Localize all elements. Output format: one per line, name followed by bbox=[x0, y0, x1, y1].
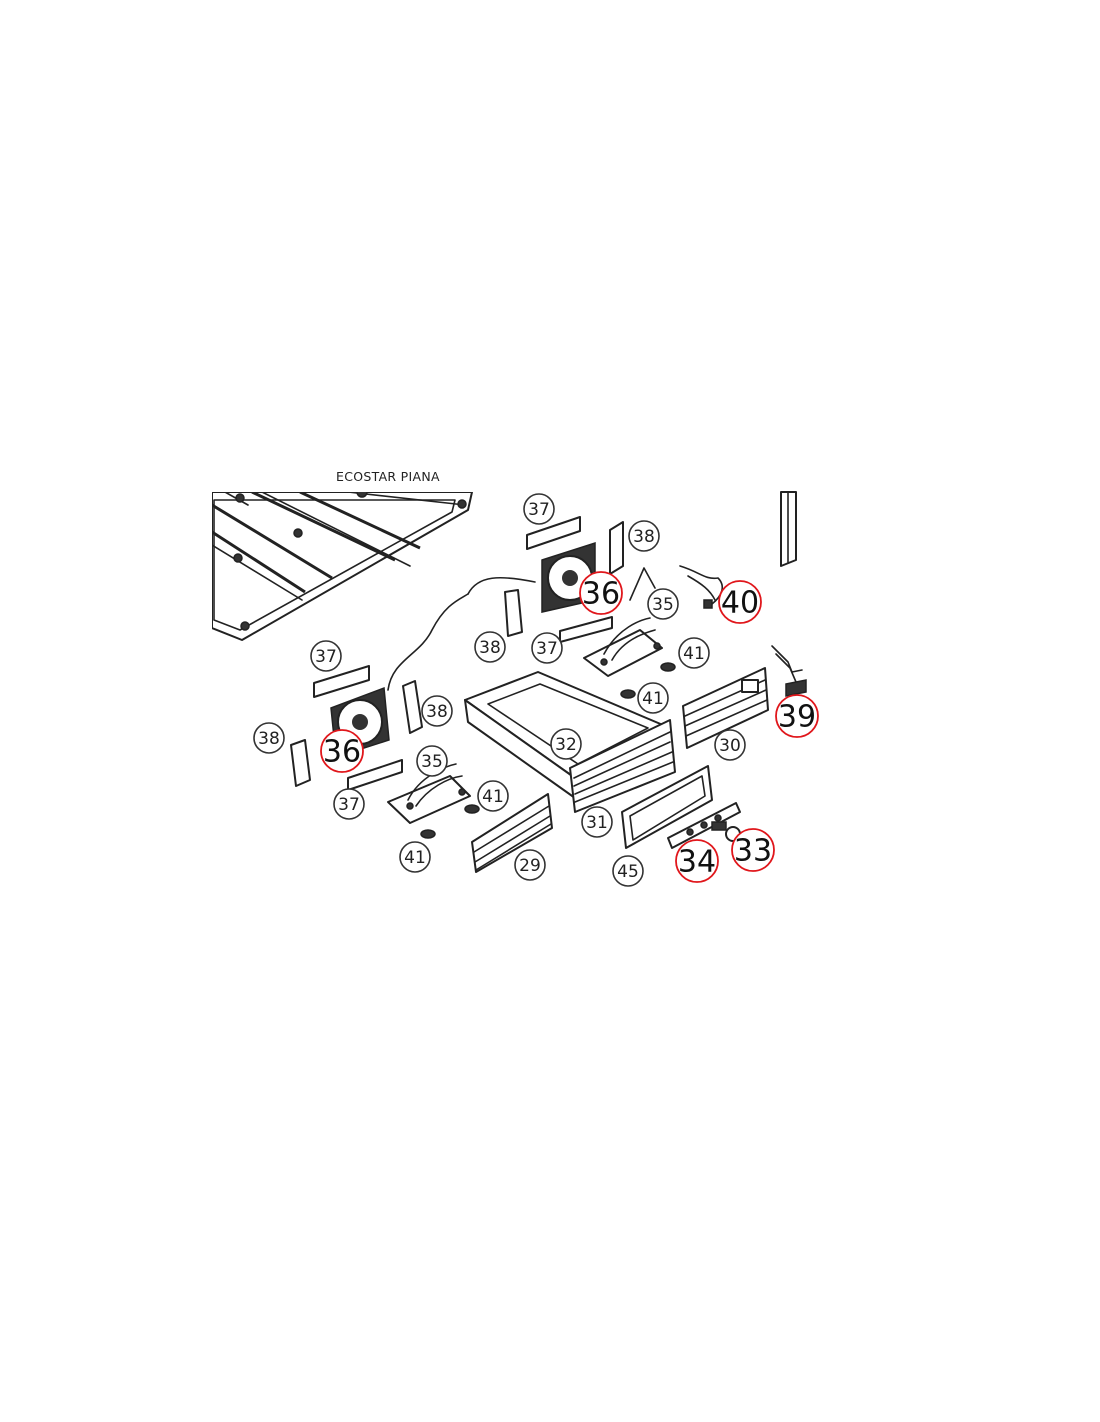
callout-label: 30 bbox=[719, 736, 741, 756]
callout-label: 35 bbox=[421, 752, 443, 772]
callout-label: 40 bbox=[721, 586, 759, 621]
callout-33-highlighted: 33 bbox=[731, 828, 775, 872]
callout-29: 29 bbox=[514, 849, 546, 881]
side-panel-right bbox=[682, 667, 769, 749]
callout-45: 45 bbox=[612, 855, 644, 887]
callout-41: 41 bbox=[399, 841, 431, 873]
callout-label: 37 bbox=[315, 647, 337, 667]
callout-34-highlighted: 34 bbox=[675, 839, 719, 883]
callout-label: 38 bbox=[633, 527, 655, 547]
callout-36-highlighted: 36 bbox=[320, 729, 364, 773]
vertical-post bbox=[780, 491, 797, 567]
callout-label: 36 bbox=[323, 735, 361, 770]
callout-label: 45 bbox=[617, 862, 639, 882]
callout-38: 38 bbox=[474, 631, 506, 663]
cabinet-top-fragment bbox=[212, 492, 473, 641]
callout-label: 35 bbox=[652, 595, 674, 615]
callout-label: 37 bbox=[536, 639, 558, 659]
callout-label: 29 bbox=[519, 856, 541, 876]
washers bbox=[420, 662, 676, 839]
callout-31: 31 bbox=[581, 806, 613, 838]
upper-bracket bbox=[583, 617, 663, 677]
upper-fan-assembly bbox=[467, 516, 656, 643]
callout-label: 41 bbox=[683, 644, 705, 664]
callout-label: 38 bbox=[479, 638, 501, 658]
callout-35: 35 bbox=[647, 588, 679, 620]
callout-label: 38 bbox=[258, 729, 280, 749]
callout-39-highlighted: 39 bbox=[775, 694, 819, 738]
callout-label: 37 bbox=[528, 500, 550, 520]
callout-label: 41 bbox=[482, 787, 504, 807]
callout-label: 34 bbox=[678, 845, 716, 880]
control-panel bbox=[667, 802, 741, 849]
diagram-caption: ECOSTAR PIANA bbox=[336, 469, 440, 484]
callout-label: 41 bbox=[642, 689, 664, 709]
callout-40-highlighted: 40 bbox=[718, 580, 762, 624]
callout-37: 37 bbox=[523, 493, 555, 525]
callout-41: 41 bbox=[477, 780, 509, 812]
door-frame bbox=[621, 765, 713, 849]
callout-label: 37 bbox=[338, 795, 360, 815]
callout-38: 38 bbox=[421, 695, 453, 727]
sensor-cable bbox=[679, 565, 724, 609]
callout-label: 31 bbox=[586, 813, 608, 833]
side-panel-left bbox=[471, 793, 553, 873]
callout-35: 35 bbox=[416, 745, 448, 777]
callout-32: 32 bbox=[550, 728, 582, 760]
callout-label: 41 bbox=[404, 848, 426, 868]
callout-36-highlighted: 36 bbox=[579, 571, 623, 615]
callout-label: 32 bbox=[555, 735, 577, 755]
callout-bubbles: 37 38 36 40 35 38 37 41 37 41 39 38 38 36 32 30 35 37 41 31… bbox=[253, 493, 819, 887]
callout-label: 39 bbox=[778, 700, 816, 735]
callout-41: 41 bbox=[637, 682, 669, 714]
callout-label: 38 bbox=[426, 702, 448, 722]
callout-37: 37 bbox=[531, 632, 563, 664]
drawer-front bbox=[569, 719, 676, 813]
callout-38: 38 bbox=[628, 520, 660, 552]
callout-37: 37 bbox=[333, 788, 365, 820]
probe bbox=[771, 645, 807, 697]
callout-label: 33 bbox=[734, 834, 772, 869]
callout-38: 38 bbox=[253, 722, 285, 754]
callout-label: 36 bbox=[582, 577, 620, 612]
callout-30: 30 bbox=[714, 729, 746, 761]
callout-37: 37 bbox=[310, 640, 342, 672]
callout-41: 41 bbox=[678, 637, 710, 669]
